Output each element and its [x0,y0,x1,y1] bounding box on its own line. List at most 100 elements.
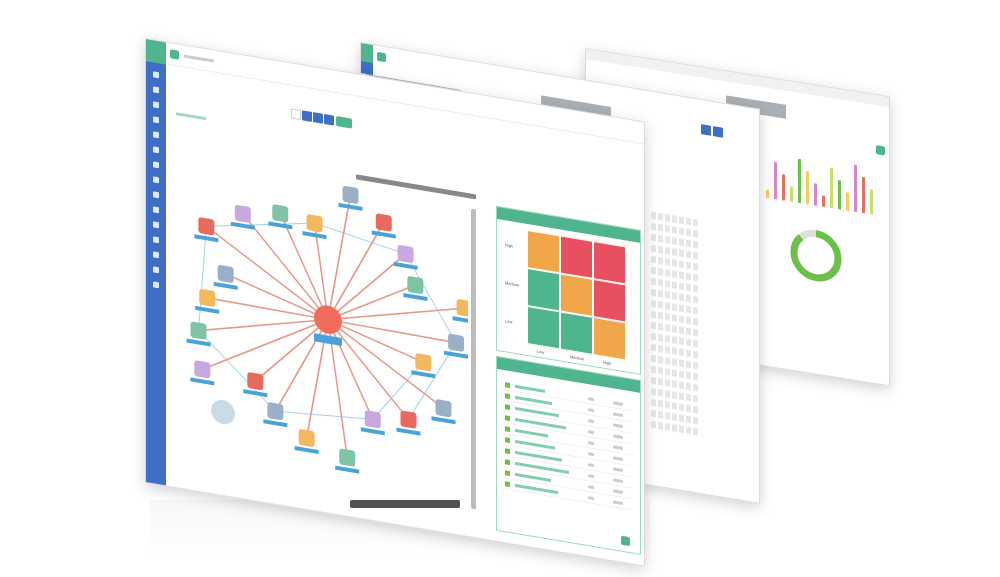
status-icon [505,404,510,411]
graph-node[interactable] [217,264,234,284]
node-label [452,316,468,325]
breadcrumb[interactable] [176,112,206,121]
status-icon [505,393,510,400]
graph-node[interactable] [272,204,289,223]
graph-node[interactable] [211,398,235,426]
tag-icon[interactable] [153,251,159,259]
row-link[interactable] [515,472,551,482]
graph-node[interactable] [456,299,468,318]
node-label [213,281,238,290]
graph-edge [327,222,385,321]
node-label [194,234,219,243]
graph-node[interactable] [415,353,432,372]
share-icon[interactable] [153,86,159,94]
risk-cell-medium[interactable] [593,316,626,361]
pagination-button[interactable] [621,535,630,547]
document-icon[interactable] [153,131,159,139]
status-icon [505,481,510,488]
graph-edge [313,223,329,320]
graph-edge [327,307,465,321]
action-button[interactable] [876,145,885,156]
search-input[interactable] [184,54,214,63]
calendar-icon[interactable] [153,221,159,229]
risk-cell-medium[interactable] [560,273,593,317]
lock-icon[interactable] [153,146,159,154]
toolbar-button[interactable] [291,108,301,121]
risk-cell-low[interactable] [527,305,560,350]
graph-node[interactable] [199,288,216,308]
graph-edge [327,318,457,344]
central-node[interactable] [314,303,342,336]
risk-cell-low[interactable] [527,267,560,312]
risk-cell-high[interactable] [593,240,626,285]
toolbar-button[interactable] [324,113,334,126]
risk-cell-high[interactable] [593,278,626,323]
bell-icon[interactable] [153,266,159,274]
list-icon[interactable] [153,191,159,199]
graph-node[interactable] [400,410,417,429]
graph-node[interactable] [267,402,284,421]
help-icon[interactable] [153,281,159,289]
toolbar-button[interactable] [302,110,312,122]
graph-node[interactable] [247,372,264,391]
row-level [613,412,623,417]
graph-node[interactable] [190,321,207,340]
graph-edge [198,318,329,332]
network-graph[interactable] [168,153,468,503]
toolbar-button[interactable] [701,124,711,136]
row-link[interactable] [515,428,548,438]
toolbar-button[interactable] [713,126,723,138]
graph-node[interactable] [339,448,356,467]
scrollbar[interactable] [471,208,476,510]
node-label [190,377,215,386]
save-button[interactable] [336,115,352,129]
graph-node[interactable] [448,333,465,352]
graph-node[interactable] [306,214,323,233]
risk-cell-medium[interactable] [527,229,560,274]
chart-icon[interactable] [153,176,159,184]
graph-node[interactable] [375,213,392,232]
graph-node[interactable] [364,410,381,429]
menu-button[interactable] [170,49,179,60]
risk-table-panel [496,355,641,556]
row-level [613,489,623,494]
graph-edge [201,318,329,371]
graph-node[interactable] [194,360,211,379]
user-icon[interactable] [153,116,159,124]
graph-node[interactable] [298,429,315,448]
graph-edge [327,319,444,409]
database-icon[interactable] [153,236,159,244]
risk-cell-low[interactable] [560,311,593,355]
row-value [588,397,594,402]
row-level [613,478,623,483]
risk-cell-high[interactable] [560,235,593,279]
row-link[interactable] [515,384,545,393]
graph-node[interactable] [342,185,359,205]
menu-button[interactable] [377,51,386,63]
row-value [588,408,594,413]
shield-icon[interactable] [153,206,159,214]
node-label [338,202,363,211]
node-label [268,221,293,230]
gear-icon[interactable] [153,101,159,109]
graph-node[interactable] [435,399,452,418]
folder-icon[interactable] [153,161,159,169]
central-node-label [314,333,342,346]
toolbar-button[interactable] [313,112,323,124]
node-label [302,231,327,240]
graph-node[interactable] [397,245,414,264]
home-icon[interactable] [153,71,159,79]
graph-node[interactable] [407,276,424,295]
row-link[interactable] [515,395,552,406]
bar-chart [766,158,873,215]
node-label [371,230,396,239]
status-donut [790,229,842,282]
graph-edge [314,222,406,255]
row-value [588,496,594,501]
row-level [613,456,623,461]
graph-node[interactable] [198,217,215,236]
chart-bar [822,195,825,208]
chart-bar [870,189,873,215]
graph-node[interactable] [234,204,251,223]
